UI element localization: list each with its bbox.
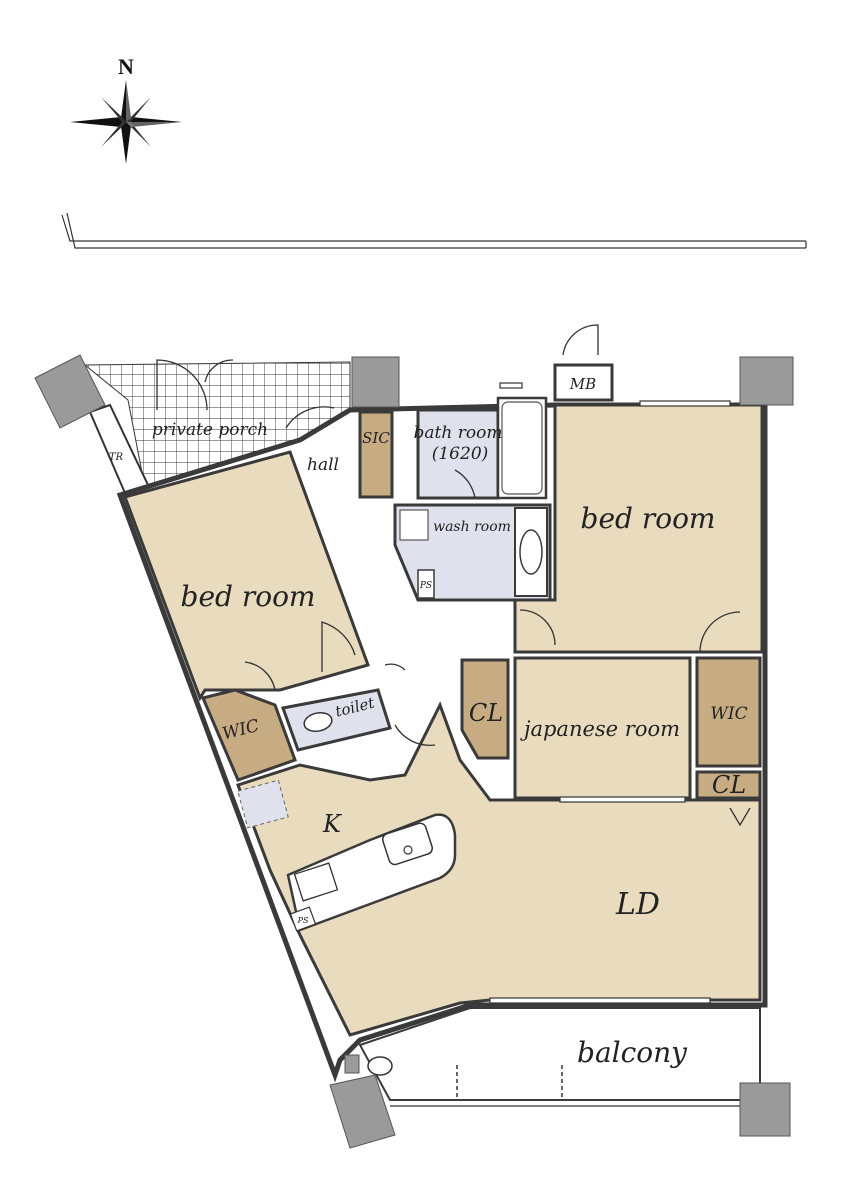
stove-icon bbox=[293, 862, 339, 902]
balcony-floor bbox=[358, 1007, 761, 1101]
label-bath-room: bath room bbox=[414, 423, 503, 443]
label-ps-wash: PS bbox=[419, 581, 432, 591]
cl-center-floor bbox=[460, 658, 510, 760]
compass-rose-icon bbox=[70, 80, 182, 164]
cl-right-floor bbox=[695, 770, 762, 800]
label-japanese-room: japanese room bbox=[520, 717, 680, 741]
windows bbox=[489, 382, 731, 1004]
label-hall: hall bbox=[307, 455, 339, 475]
label-wash-room: wash room bbox=[433, 519, 511, 535]
fridge-space bbox=[237, 779, 289, 829]
mb-box bbox=[553, 363, 614, 402]
kitchen-sink bbox=[381, 822, 434, 866]
label-mb: MB bbox=[569, 375, 596, 393]
structural-columns bbox=[34, 354, 794, 1149]
ps-wash-box bbox=[417, 569, 435, 599]
sink-drain-icon bbox=[403, 845, 413, 855]
bath-room-floor bbox=[416, 408, 500, 500]
washing-machine bbox=[399, 509, 429, 541]
label-cl-right: CL bbox=[712, 771, 746, 799]
boundary-line bbox=[61, 212, 807, 249]
washbasin bbox=[519, 529, 543, 575]
ld-floor bbox=[236, 701, 762, 1037]
label-tr: TR bbox=[109, 452, 124, 463]
label-bed-room-left: bed room bbox=[181, 580, 316, 613]
ps-kitchen-box bbox=[289, 906, 317, 932]
door-swings bbox=[156, 324, 751, 827]
north-label: N bbox=[118, 54, 134, 79]
label-kitchen: K bbox=[322, 810, 343, 838]
bed-room-left-floor bbox=[123, 450, 370, 702]
toilet-floor bbox=[280, 688, 392, 752]
toilet-bowl-icon bbox=[303, 711, 333, 733]
label-ps-kitchen: PS bbox=[297, 916, 309, 925]
label-bath-size: (1620) bbox=[432, 444, 489, 464]
sic-floor bbox=[358, 410, 394, 499]
label-bed-room-right: bed room bbox=[581, 502, 716, 535]
label-private-porch: private porch bbox=[152, 420, 268, 440]
label-sic: SIC bbox=[362, 429, 390, 447]
label-wic-right: WIC bbox=[710, 704, 747, 724]
bathtub-inner bbox=[501, 401, 543, 495]
japanese-room-floor bbox=[513, 656, 692, 800]
balcony-drain-icon bbox=[367, 1056, 393, 1076]
wic-right-floor bbox=[695, 656, 762, 768]
label-balcony: balcony bbox=[577, 1036, 688, 1069]
wic-left-floor bbox=[200, 688, 297, 782]
label-ld: LD bbox=[615, 887, 660, 922]
label-cl-center: CL bbox=[469, 699, 503, 727]
